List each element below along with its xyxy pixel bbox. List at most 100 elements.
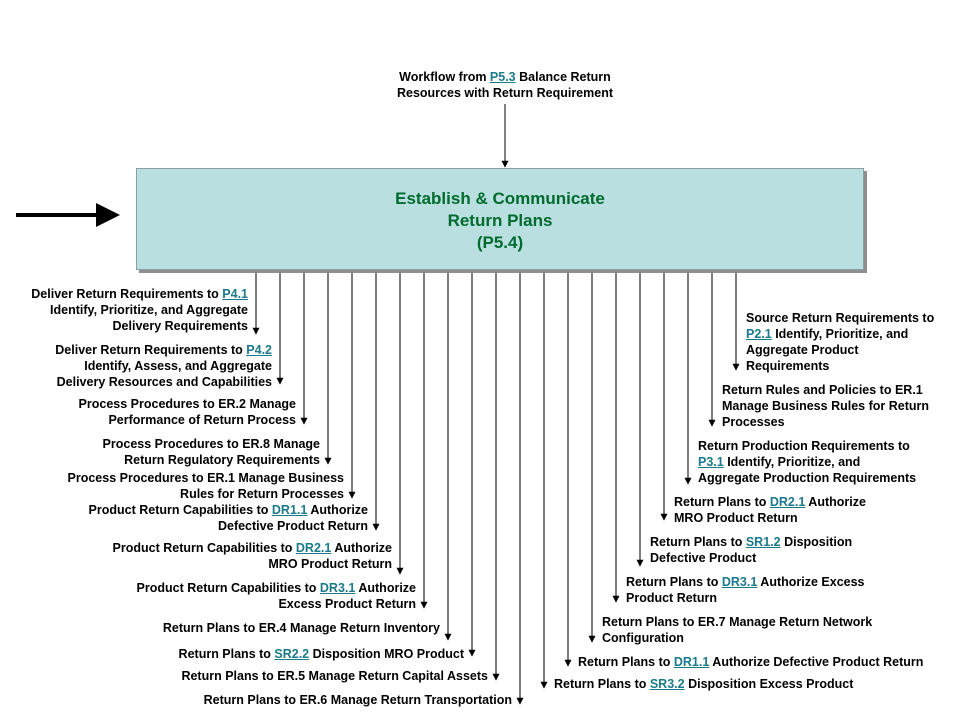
label-text: Return Plans to <box>578 655 674 669</box>
label-text: Product Return Capabilities to <box>112 541 296 555</box>
label-text: Authorize Defective Product Return <box>709 655 924 669</box>
label-text: Performance of Return Process <box>108 413 296 427</box>
label-text: Return Production Requirements to <box>698 439 910 453</box>
label-line: Defective Product Return <box>89 518 368 534</box>
label-text: Authorize <box>805 495 866 509</box>
label-line: Aggregate Product <box>746 342 934 358</box>
label-text: Delivery Requirements <box>112 319 248 333</box>
output-label: Return Plans to SR3.2 Disposition Excess… <box>554 676 853 692</box>
label-text: Return Plans to ER.5 Manage Return Capit… <box>181 669 488 683</box>
label-text: Return Plans to <box>674 495 770 509</box>
label-text: Requirements <box>746 359 830 373</box>
process-link[interactable]: SR3.2 <box>649 677 685 691</box>
label-text: Return Regulatory Requirements <box>124 453 320 467</box>
label-text: Resources with Return Requirement <box>396 86 613 100</box>
process-title-line: Return Plans <box>447 211 553 230</box>
output-label: Return Plans to ER.4 Manage Return Inven… <box>163 620 440 636</box>
process-link[interactable]: DR1.1 <box>673 655 710 669</box>
label-text: Deliver Return Requirements to <box>55 343 247 357</box>
label-text: Process Procedures to ER.8 Manage <box>102 437 320 451</box>
label-text: Return Plans to <box>626 575 722 589</box>
label-text: Source Return Requirements to <box>746 311 935 325</box>
label-line: Configuration <box>602 630 872 646</box>
process-link[interactable]: P4.1 <box>222 287 248 301</box>
label-line: Source Return Requirements to <box>746 310 934 326</box>
label-line: Requirements <box>746 358 934 374</box>
label-text: Authorize <box>355 581 416 595</box>
output-label: Source Return Requirements to P2.1 Identi… <box>746 310 934 374</box>
label-line: Return Plans to DR1.1 Authorize Defectiv… <box>578 654 923 670</box>
label-line: Product Return Capabilities to DR1.1 Aut… <box>89 502 368 518</box>
process-link[interactable]: DR2.1 <box>769 495 806 509</box>
label-line: Deliver Return Requirements to P4.1 <box>31 286 248 302</box>
label-line: Return Plans to ER.5 Manage Return Capit… <box>181 668 488 684</box>
label-line: Deliver Return Requirements to P4.2 <box>55 342 272 358</box>
label-text: Aggregate Production Requirements <box>698 471 917 485</box>
label-text: Return Plans to <box>554 677 650 691</box>
label-line: Return Plans to SR1.2 Disposition <box>650 534 852 550</box>
label-text: Defective Product Return <box>217 519 368 533</box>
label-line: Processes <box>722 414 929 430</box>
label-text: Delivery Resources and Capabilities <box>56 375 272 389</box>
process-box <box>136 168 864 270</box>
label-line: Performance of Return Process <box>79 412 296 428</box>
label-line: Identify, Prioritize, and Aggregate <box>31 302 248 318</box>
label-text: Identify, Prioritize, and Aggregate <box>50 303 248 317</box>
process-link[interactable]: DR3.1 <box>721 575 758 589</box>
process-link[interactable]: P5.3 <box>489 70 516 84</box>
label-text: Disposition MRO Product <box>309 647 464 661</box>
label-line: Return Plans to ER.7 Manage Return Netwo… <box>602 614 872 630</box>
output-label: Process Procedures to ER.1 Manage Busine… <box>68 470 345 502</box>
process-title: Establish & Communicate Return Plans (P5… <box>136 188 864 254</box>
label-line: Process Procedures to ER.2 Manage <box>79 396 296 412</box>
label-text: Manage Business Rules for Return <box>722 399 929 413</box>
label-text: Processes <box>722 415 785 429</box>
label-text: MRO Product Return <box>268 557 392 571</box>
output-label: Product Return Capabilities to DR3.1 Aut… <box>137 580 416 612</box>
label-line: Process Procedures to ER.1 Manage Busine… <box>68 470 345 486</box>
output-arrows <box>252 272 740 705</box>
label-text: Balance Return <box>515 70 611 84</box>
label-line: Workflow from P5.3 Balance Return <box>355 69 655 85</box>
label-text: Workflow from <box>399 70 490 84</box>
label-line: Product Return Capabilities to DR2.1 Aut… <box>113 540 392 556</box>
label-text: Disposition <box>780 535 853 549</box>
label-text: Process Procedures to ER.2 Manage <box>78 397 296 411</box>
label-line: Manage Business Rules for Return <box>722 398 929 414</box>
process-link[interactable]: DR1.1 <box>271 503 308 517</box>
process-title-line: (P5.4) <box>476 233 524 252</box>
process-link[interactable]: SR2.2 <box>274 647 310 661</box>
process-link[interactable]: DR3.1 <box>319 581 356 595</box>
label-text: Authorize Excess <box>757 575 865 589</box>
label-text: Return Plans to <box>178 647 275 661</box>
label-line: Return Production Requirements to <box>698 438 916 454</box>
label-text: MRO Product Return <box>674 511 798 525</box>
label-text: Aggregate Product <box>746 343 859 357</box>
process-link[interactable]: P2.1 <box>746 327 772 341</box>
label-text: Identify, Prioritize, and <box>771 327 909 341</box>
label-line: Delivery Resources and Capabilities <box>55 374 272 390</box>
output-label: Return Plans to ER.5 Manage Return Capit… <box>181 668 488 684</box>
process-link[interactable]: DR2.1 <box>295 541 332 555</box>
process-link[interactable]: P4.2 <box>246 343 272 357</box>
label-text: Return Plans to ER.4 Manage Return Inven… <box>162 621 440 635</box>
label-line: Return Plans to ER.4 Manage Return Inven… <box>163 620 440 636</box>
label-line: MRO Product Return <box>113 556 392 572</box>
process-link[interactable]: P3.1 <box>698 455 724 469</box>
label-line: Return Plans to SR3.2 Disposition Excess… <box>554 676 853 692</box>
label-text: Product Return Capabilities to <box>136 581 320 595</box>
process-link[interactable]: SR1.2 <box>745 535 781 549</box>
label-line: Return Plans to ER.6 Manage Return Trans… <box>204 692 512 708</box>
label-text: Product Return Capabilities to <box>88 503 272 517</box>
output-label: Return Plans to DR1.1 Authorize Defectiv… <box>578 654 923 670</box>
label-line: Identify, Assess, and Aggregate <box>55 358 272 374</box>
output-label: Return Plans to SR2.2 Disposition MRO Pr… <box>179 646 464 662</box>
label-line: Return Rules and Policies to ER.1 <box>722 382 929 398</box>
output-label: Return Plans to ER.7 Manage Return Netwo… <box>602 614 872 646</box>
